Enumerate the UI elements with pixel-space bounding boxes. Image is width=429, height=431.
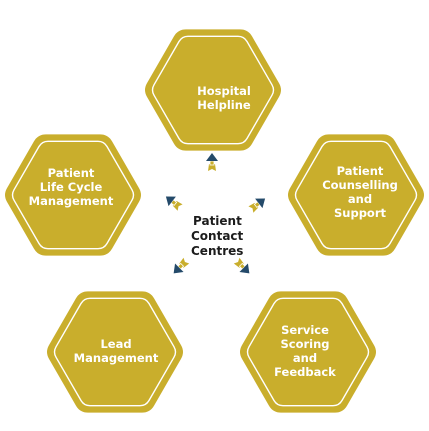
node-label-line: Support bbox=[333, 206, 387, 220]
node-label-line: Patient bbox=[47, 166, 95, 180]
node-label-line: and bbox=[347, 192, 373, 206]
node-label-line: and bbox=[292, 351, 318, 365]
hexagon-inner-outline-hospital-helpline bbox=[151, 35, 275, 145]
arrow-down-right-icon bbox=[233, 257, 250, 274]
node-label-line: Counselling bbox=[322, 178, 398, 192]
hexagon-inner-outline-patient-counselling-and-support bbox=[294, 140, 418, 250]
node-label-line: Life Cycle bbox=[39, 180, 103, 194]
arrow-up-right-icon bbox=[248, 198, 266, 213]
node-label-line: Feedback bbox=[274, 365, 336, 379]
hexagon-inner-outline-lead-management bbox=[53, 297, 177, 407]
node-label-line: Service bbox=[281, 323, 329, 337]
node-label-line: Scoring bbox=[280, 337, 330, 351]
node-label-line: Helpline bbox=[197, 98, 251, 112]
center-label-line: Centres bbox=[191, 244, 244, 258]
arrow-up-left-icon bbox=[165, 196, 183, 211]
hexagon-hospital-helpline bbox=[145, 29, 281, 151]
node-label-line: Management bbox=[28, 194, 114, 208]
hexagon-inner-outline-patient-life-cycle-management bbox=[11, 140, 135, 250]
hexagon-patient-counselling-and-support bbox=[288, 134, 424, 256]
center-label-line: Contact bbox=[191, 229, 244, 243]
hexagon-lead-management bbox=[47, 291, 183, 413]
arrow-down-left-icon bbox=[173, 257, 190, 274]
arrow-up-icon bbox=[206, 153, 218, 171]
hexagon-patient-life-cycle-management bbox=[5, 134, 141, 256]
node-label-line: Hospital bbox=[197, 84, 251, 98]
center-label-line: Patient bbox=[193, 214, 242, 228]
node-label-line: Lead bbox=[100, 337, 132, 351]
node-label-line: Management bbox=[73, 351, 159, 365]
node-label-line: Patient bbox=[336, 164, 384, 178]
hexagon-inner-outline-service-scoring-and-feedback bbox=[246, 297, 370, 407]
hexagon-service-scoring-and-feedback bbox=[240, 291, 376, 413]
